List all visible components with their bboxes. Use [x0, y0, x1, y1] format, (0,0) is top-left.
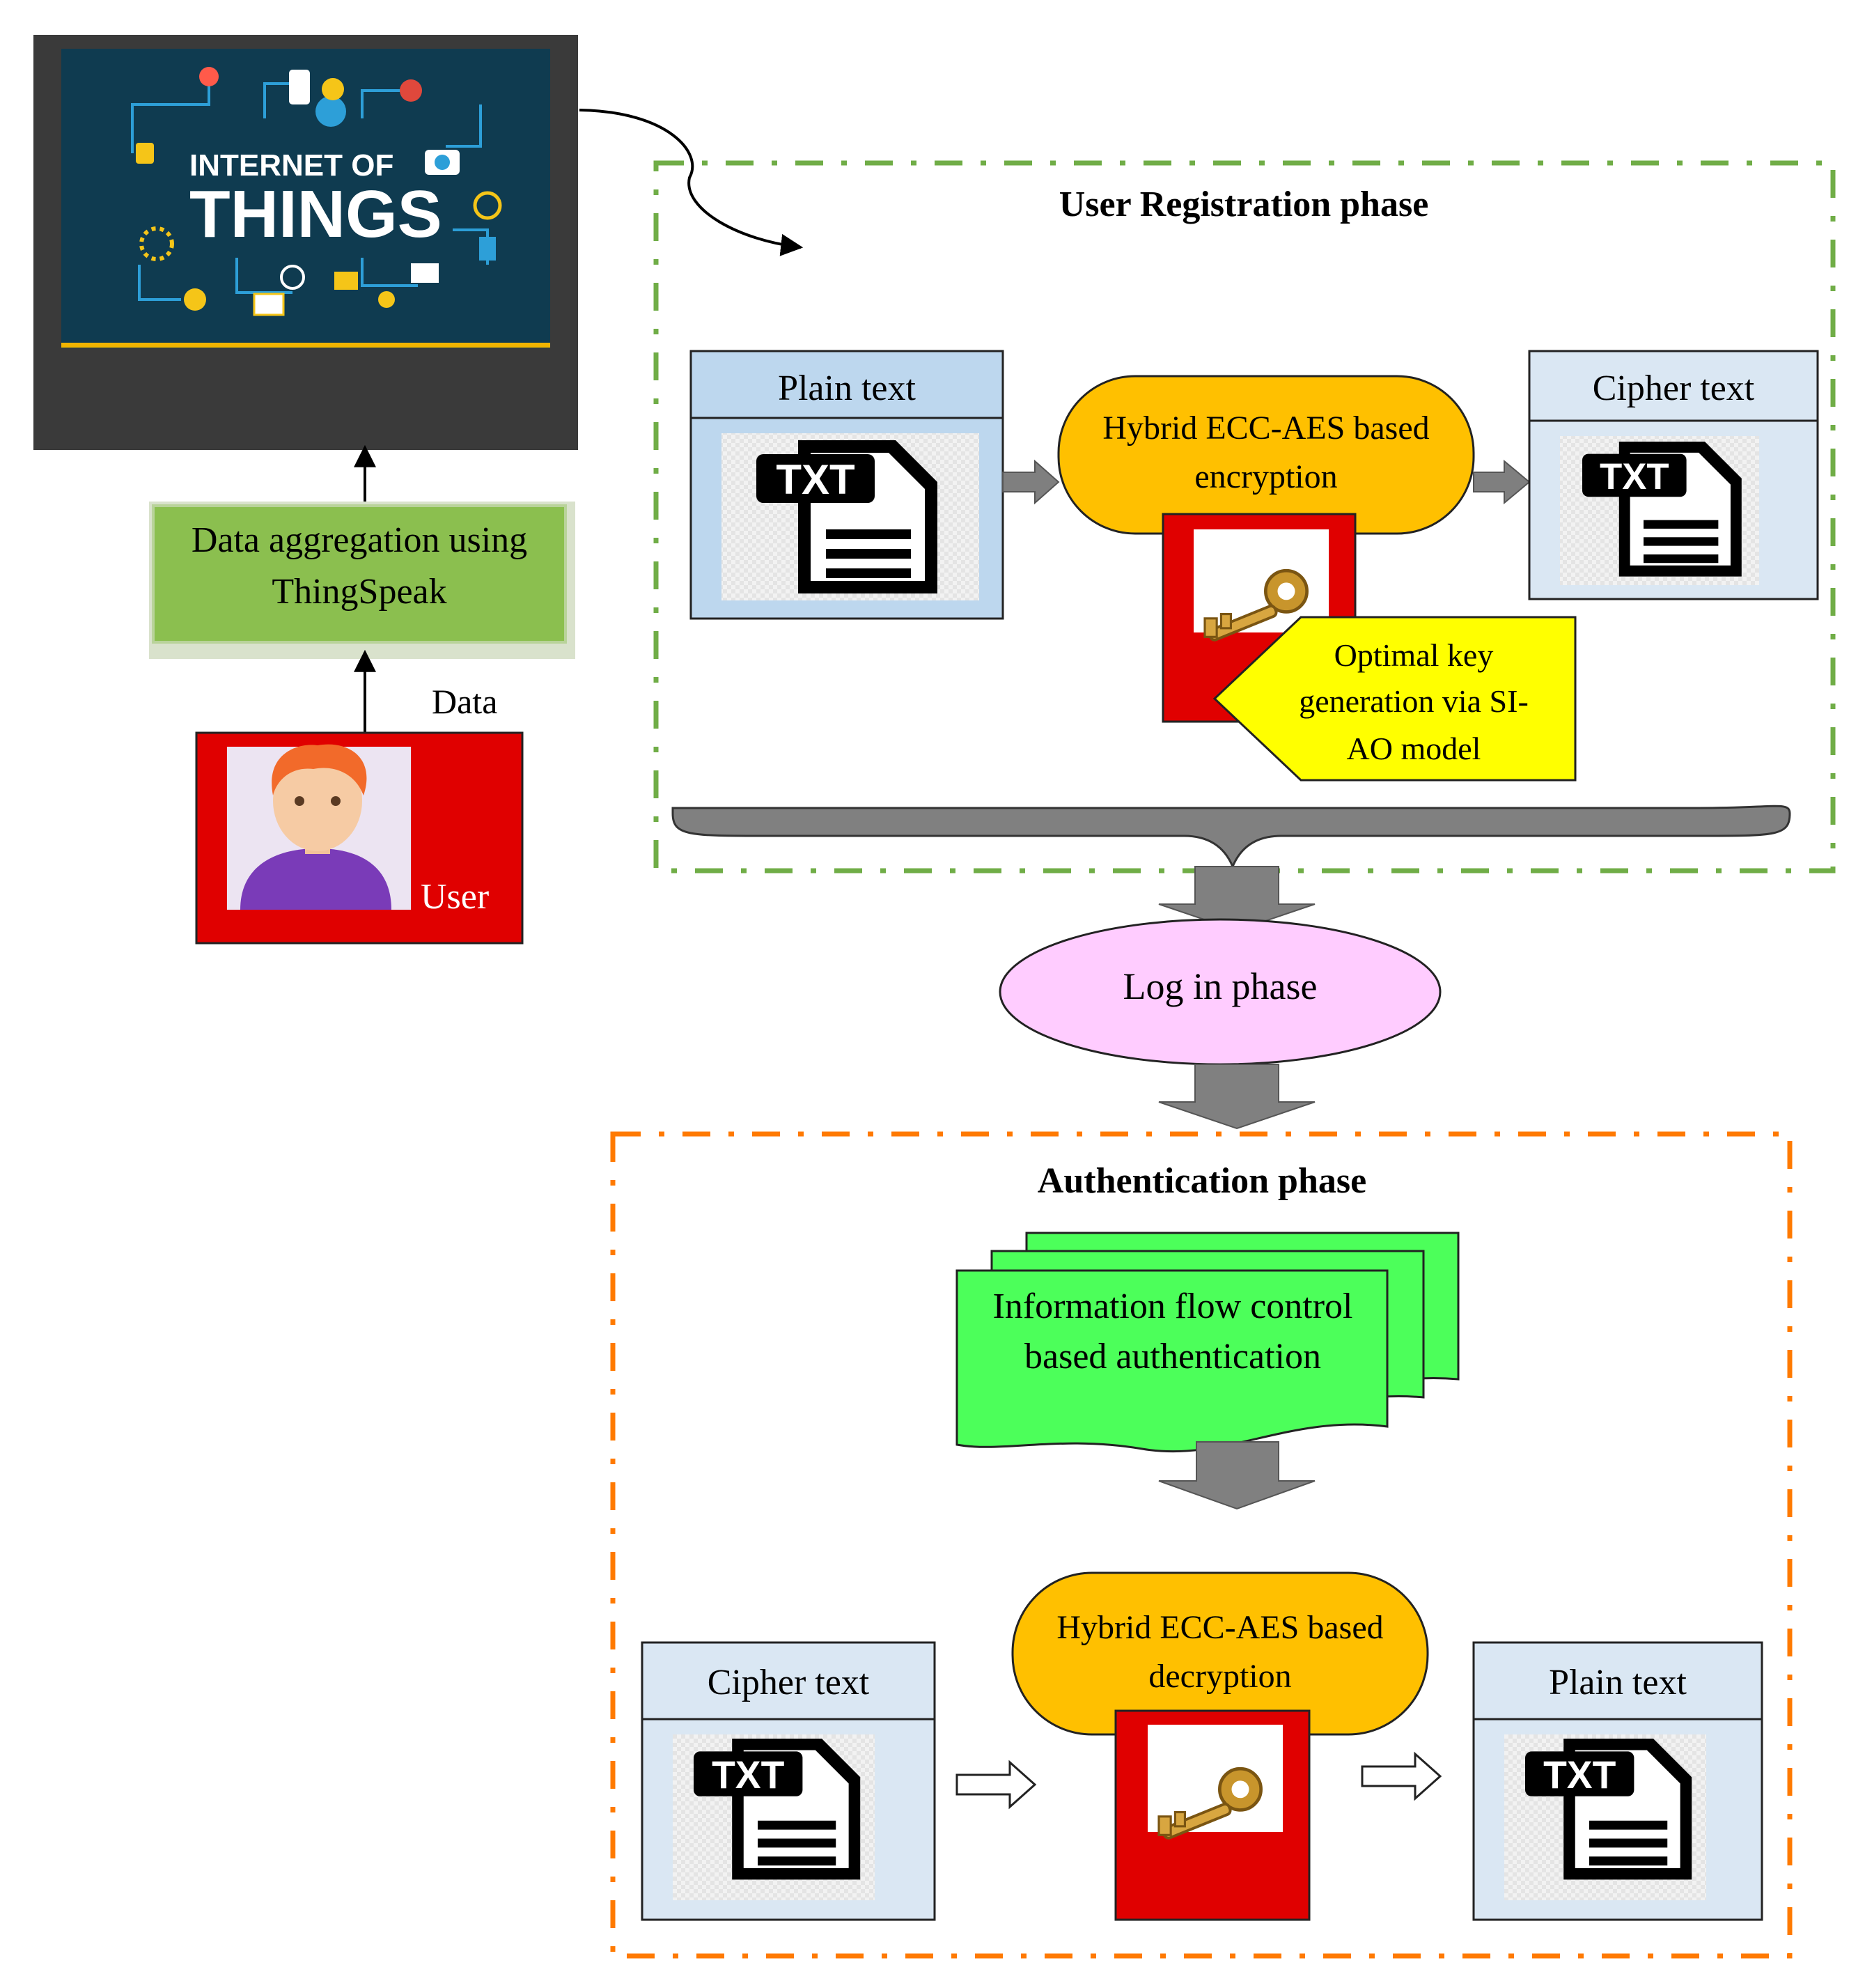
iot-panel: INTERNET OF THINGS: [33, 35, 578, 450]
decryption-line2: decryption: [1148, 1658, 1291, 1695]
txt-file-icon: TXT: [756, 440, 937, 593]
user-box: User: [195, 731, 524, 945]
registration-cipher-text-panel: Cipher text TXT: [1528, 350, 1819, 600]
registration-phase: User Registration phase Plain text TXT H…: [653, 160, 1836, 873]
aggregation-box: Data aggregation using ThingSpeak: [149, 502, 575, 659]
iot-title-line1: INTERNET OF: [189, 148, 393, 183]
iot-icons: [136, 67, 502, 316]
registration-cipher-header: Cipher text: [1593, 368, 1755, 408]
plain-to-encryption-arrow: [1002, 459, 1060, 505]
login-label: Log in phase: [1123, 965, 1318, 1007]
authentication-phase: Authentication phase Information flow co…: [610, 1131, 1793, 1959]
txt-file-icon: TXT: [1525, 1739, 1692, 1880]
optimal-line2: generation via SI-: [1299, 683, 1529, 719]
ifc-to-decryption-arrow: [1158, 1441, 1316, 1510]
svg-text:TXT: TXT: [776, 456, 855, 503]
registration-plain-header: Plain text: [778, 368, 916, 408]
registration-title: User Registration phase: [1059, 185, 1429, 224]
decryption-to-plain-arrow: [1361, 1751, 1442, 1801]
optimal-key-callout: Optimal key generation via SI- AO model: [1212, 616, 1577, 782]
iot-title-line2: THINGS: [189, 177, 442, 251]
user-avatar-icon: [240, 744, 391, 910]
encryption-line2: encryption: [1194, 458, 1337, 495]
optimal-line3: AO model: [1347, 731, 1481, 766]
data-label: Data: [432, 682, 497, 721]
aggregation-line2: ThingSpeak: [272, 572, 446, 612]
decryption-line1: Hybrid ECC-AES based: [1056, 1609, 1383, 1646]
login-to-authentication-arrow: [1158, 1064, 1316, 1130]
svg-text:TXT: TXT: [712, 1753, 785, 1796]
authentication-title: Authentication phase: [1038, 1161, 1366, 1201]
ifc-document-stack: Information flow control based authentic…: [955, 1232, 1460, 1453]
svg-text:TXT: TXT: [1600, 456, 1669, 497]
encryption-to-cipher-arrow: [1473, 459, 1531, 505]
cipher-to-decryption-arrow: [955, 1760, 1037, 1810]
optimal-line1: Optimal key: [1334, 637, 1494, 673]
authentication-plain-header: Plain text: [1549, 1663, 1687, 1702]
decryption-block: Hybrid ECC-AES based decryption: [1011, 1571, 1429, 1921]
encryption-line1: Hybrid ECC-AES based: [1102, 410, 1429, 446]
ifc-line1: Information flow control: [993, 1287, 1353, 1326]
registration-plain-text-panel: Plain text TXT: [689, 350, 1004, 620]
authentication-cipher-text-panel: Cipher text TXT: [641, 1641, 936, 1921]
svg-text:TXT: TXT: [1543, 1753, 1616, 1796]
txt-file-icon: TXT: [1582, 442, 1742, 577]
aggregation-line1: Data aggregation using: [192, 520, 527, 560]
registration-to-login-arrow: [1158, 866, 1316, 932]
login-phase: Log in phase: [999, 918, 1442, 1066]
authentication-cipher-header: Cipher text: [708, 1663, 870, 1702]
txt-file-icon: TXT: [694, 1739, 861, 1880]
user-label: User: [421, 877, 489, 917]
ifc-line2: based authentication: [1024, 1337, 1321, 1376]
iot-to-registration-arrow: [579, 109, 804, 256]
authentication-plain-text-panel: Plain text TXT: [1472, 1641, 1763, 1921]
registration-merge-brace: [671, 805, 1791, 869]
